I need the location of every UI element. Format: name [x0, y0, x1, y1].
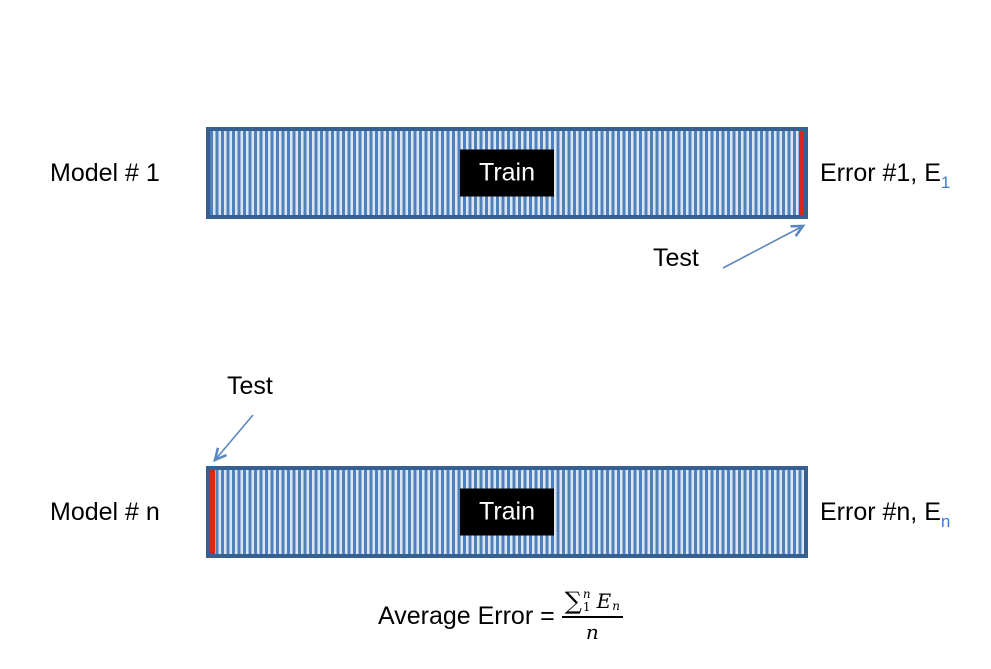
sigma-limits: n 1	[582, 587, 591, 615]
model-1-test-label: Test	[653, 244, 699, 272]
model-n-error-label: Error #n, En	[820, 466, 950, 558]
model-1-error-subscript: 1	[940, 173, 951, 192]
error-variable: E	[596, 589, 612, 614]
sigma-upper-limit: n	[582, 587, 591, 601]
model-n-test-label: Test	[227, 372, 273, 400]
fraction-numerator: ∑ n 1 E n	[561, 587, 623, 619]
model-1-train-label: Train	[478, 158, 536, 187]
model-n-test-stripe	[210, 470, 215, 554]
model-1-error-label: Error #1, E1	[820, 127, 950, 219]
model-1-data-bar: Train	[206, 127, 808, 219]
model-1-test-stripe	[799, 131, 804, 215]
model-n-train-label: Train	[478, 497, 536, 526]
fraction-denominator: n	[585, 620, 599, 645]
model-n-error-subscript: n	[940, 512, 951, 531]
formula-prefix: Average Error =	[378, 601, 555, 630]
sigma-symbol: ∑	[564, 587, 582, 616]
model-n-test-arrow-icon	[203, 414, 254, 467]
model-1-error-text: Error #1, E	[820, 159, 941, 187]
average-error-formula: Average Error = ∑ n 1 E n n	[378, 587, 623, 645]
error-variable-subscript: n	[612, 599, 620, 614]
model-1-label: Model # 1	[50, 159, 160, 187]
model-n-data-bar: Train	[206, 466, 808, 558]
model-1-train-box: Train	[460, 149, 554, 197]
model-n-error-text: Error #n, E	[820, 498, 941, 526]
model-n-label: Model # n	[50, 498, 160, 526]
sigma-lower-limit: 1	[582, 600, 591, 615]
model-1-test-arrow-icon	[722, 216, 813, 269]
average-error-fraction: ∑ n 1 E n n	[561, 587, 623, 645]
model-n-train-box: Train	[460, 488, 554, 536]
